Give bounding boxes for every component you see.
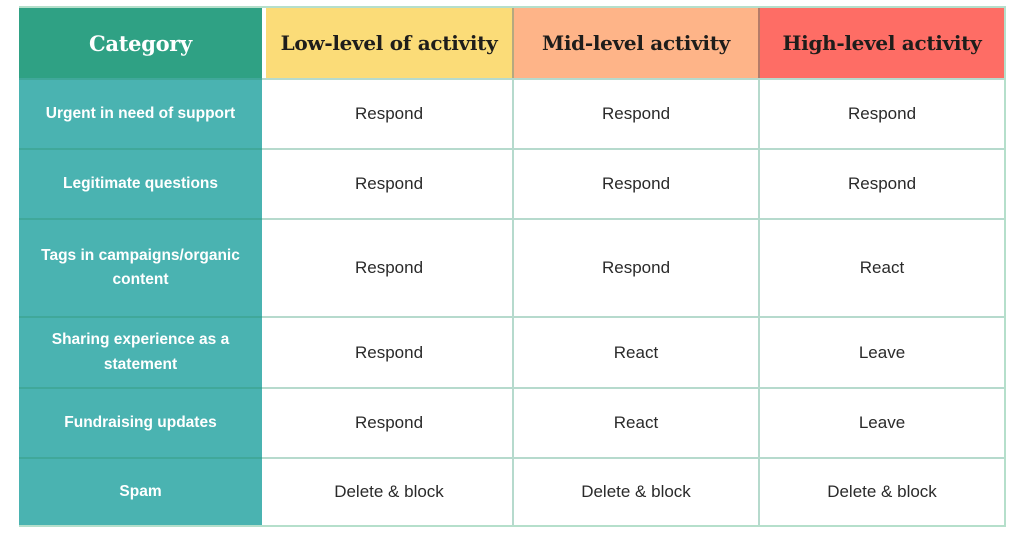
row-header-tags-campaigns: Tags in campaigns/organic content [19, 218, 262, 316]
column-divider [262, 78, 266, 148]
column-divider [262, 218, 266, 316]
row-header-spam: Spam [19, 457, 262, 525]
column-divider [262, 8, 266, 78]
row-header-urgent-support: Urgent in need of support [19, 78, 262, 148]
table-cell: Respond [758, 148, 1004, 218]
column-header-category: Category [19, 8, 262, 78]
column-header-high-activity: High-level activity [758, 8, 1004, 78]
row-header-legitimate-questions: Legitimate questions [19, 148, 262, 218]
table-cell: Respond [512, 78, 758, 148]
column-divider [262, 457, 266, 525]
table-cell: Delete & block [758, 457, 1004, 525]
row-header-sharing-experience: Sharing experience as a statement [19, 316, 262, 387]
column-divider [262, 387, 266, 457]
table-cell: Respond [758, 78, 1004, 148]
column-header-mid-activity: Mid-level activity [512, 8, 758, 78]
column-divider [262, 316, 266, 387]
table-cell: Respond [266, 78, 512, 148]
table-cell: Respond [512, 148, 758, 218]
table-cell: Respond [266, 218, 512, 316]
table-cell: Respond [266, 316, 512, 387]
column-header-low-activity: Low-level of activity [266, 8, 512, 78]
table-cell: Delete & block [266, 457, 512, 525]
table-cell: Respond [266, 148, 512, 218]
table-cell: Respond [266, 387, 512, 457]
row-header-fundraising-updates: Fundraising updates [19, 387, 262, 457]
table-cell: React [512, 316, 758, 387]
table-cell: React [512, 387, 758, 457]
table-cell: Leave [758, 316, 1004, 387]
column-divider [262, 148, 266, 218]
table-cell: Delete & block [512, 457, 758, 525]
table-cell: Leave [758, 387, 1004, 457]
table-cell: React [758, 218, 1004, 316]
engagement-decision-table: Category Low-level of activity Mid-level… [19, 6, 1006, 527]
table-cell: Respond [512, 218, 758, 316]
